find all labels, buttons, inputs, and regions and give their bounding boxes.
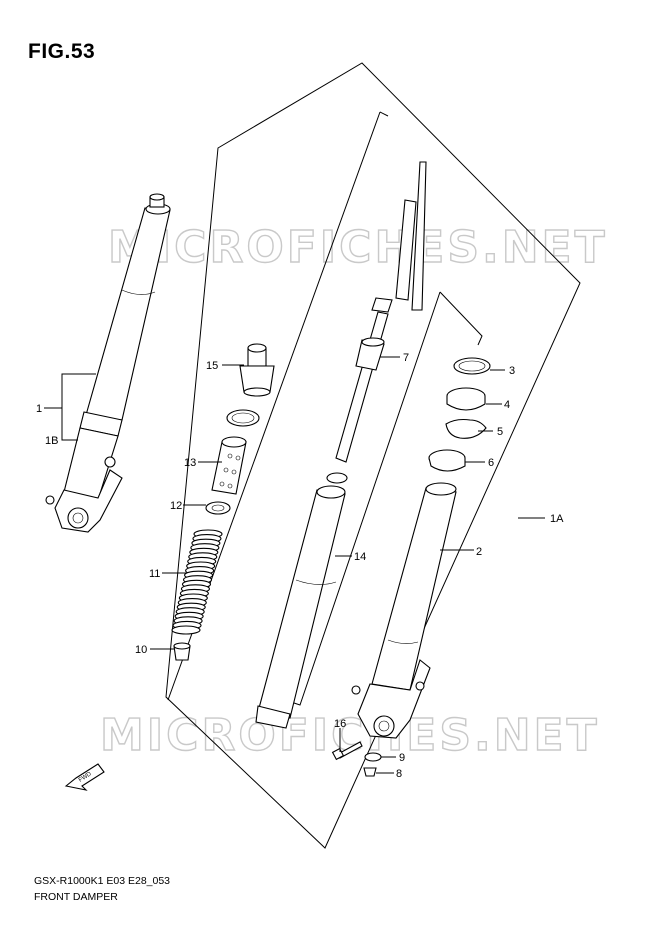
gasket [364,752,382,762]
callout-16: 16 [334,718,346,730]
spring-washer [205,501,231,515]
figure-title: FIG.53 [28,40,96,63]
watermark-top: MICROFICHES.NET [108,222,608,273]
spring-coil [171,625,201,635]
callout-12: 12 [170,500,182,512]
seal-spacer [445,418,487,439]
spring-collar [173,642,191,661]
drain-bolt [363,767,377,777]
figure-footer: GSX-R1000K1 E03 E28_053 FRONT DAMPER [34,873,170,905]
callout-1a: 1A [550,513,564,525]
callout-3: 3 [509,365,515,377]
callout-2: 2 [476,546,482,558]
bolt [331,741,363,761]
damper-rod [335,161,427,463]
leader-lines [44,356,545,774]
figure-code: GSX-R1000K1 E03 E28_053 [34,875,171,887]
outer-tube [351,482,457,739]
spacer-tube [211,436,247,495]
callout-1: 1 [36,403,42,415]
fork-spring [171,529,223,635]
snap-ring [453,357,491,375]
callout-8: 8 [396,768,402,780]
callout-4: 4 [504,399,510,411]
callout-11: 11 [149,568,160,580]
callout-10: 10 [135,644,147,656]
fork-assembly-complete [45,193,171,533]
assembly-frame-inner-2 [439,291,483,346]
fwd-arrow-icon: FWD [64,763,105,791]
callout-9: 9 [399,752,405,764]
figure-description: FRONT DAMPER [34,891,118,903]
watermark-bottom: MICROFICHES.NET [100,710,600,761]
frame-tick [379,111,389,117]
callout-1b: 1B [45,435,58,447]
inner-tube [255,485,346,729]
callout-6: 6 [488,457,494,469]
callout-5: 5 [497,426,503,438]
callout-14: 14 [354,551,366,563]
callout-15: 15 [206,360,218,372]
callout-7: 7 [403,352,409,364]
fork-cap [239,343,275,397]
callout-labels: 1 1B 1A 2 3 4 5 6 7 8 9 10 11 12 13 14 1… [36,352,564,780]
rod-ring [326,472,348,484]
assembly-frame-outer [165,62,581,849]
o-ring [226,409,260,427]
callout-13: 13 [184,457,196,469]
